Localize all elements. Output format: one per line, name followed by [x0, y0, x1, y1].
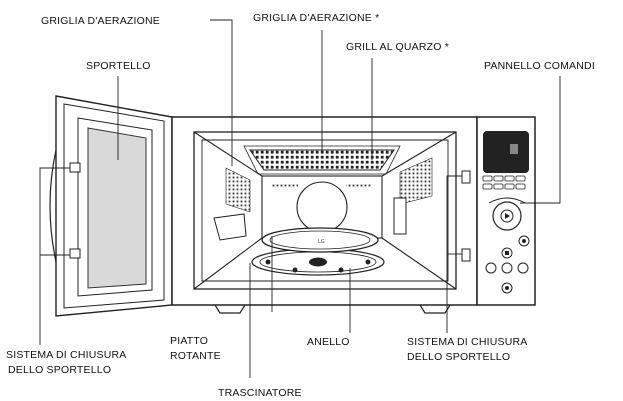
- ceiling-grille: [249, 149, 395, 171]
- label-piatto-line1: PIATTO: [170, 335, 208, 347]
- dial-arc: [488, 197, 526, 204]
- door-latch-upper: [69, 162, 81, 173]
- label-piatto-line2: ROTANTE: [170, 350, 221, 362]
- label-sistema-right-line1: SISTEMA DI CHIUSURA: [407, 336, 527, 348]
- right-wall-vent: [399, 157, 433, 205]
- label-griglia-left: GRIGLIA D'AERAZIONE: [41, 15, 160, 27]
- coupler: [309, 257, 327, 267]
- label-trascinatore: TRASCINATORE: [218, 387, 302, 399]
- door-latch-lower: [69, 248, 81, 259]
- turntable-assembly: LG: [251, 227, 385, 276]
- door: [49, 95, 173, 317]
- back-wall-disc: [296, 181, 348, 233]
- svg-text:LG: LG: [318, 239, 325, 245]
- frame-latch-lower: [461, 248, 471, 262]
- left-wall-vent: [225, 167, 251, 213]
- labels: GRIGLIA D'AERAZIONE GRIGLIA D'AERAZIONE …: [6, 12, 595, 399]
- foot-right: [419, 304, 451, 314]
- label-sportello: SPORTELLO: [86, 60, 151, 72]
- label-anello: ANELLO: [307, 336, 350, 348]
- leader-lines: [39, 19, 561, 378]
- foot-left: [214, 304, 246, 314]
- label-griglia-top: GRIGLIA D'AERAZIONE *: [253, 12, 379, 24]
- label-pannello-comandi: PANNELLO COMANDI: [484, 60, 595, 72]
- frame-latch-upper: [461, 170, 471, 184]
- label-grill-quarzo: GRILL AL QUARZO *: [346, 41, 449, 53]
- back-vent-right: [346, 183, 372, 187]
- door-edge: [49, 149, 57, 263]
- door-window: [87, 127, 147, 289]
- waveguide-cover: [213, 213, 247, 241]
- glass-tray: [261, 227, 379, 253]
- label-sistema-left-line2: DELLO SPORTELLO: [8, 364, 111, 376]
- right-cover: [393, 197, 407, 235]
- control-panel: [482, 131, 530, 294]
- start-icon: [505, 213, 510, 219]
- label-sistema-left-line1: SISTEMA DI CHIUSURA: [6, 349, 126, 361]
- label-sistema-right-line2: DELLO SPORTELLO: [407, 351, 510, 363]
- display: [483, 131, 529, 173]
- back-vent-left: [272, 183, 298, 187]
- button-row: [482, 175, 526, 190]
